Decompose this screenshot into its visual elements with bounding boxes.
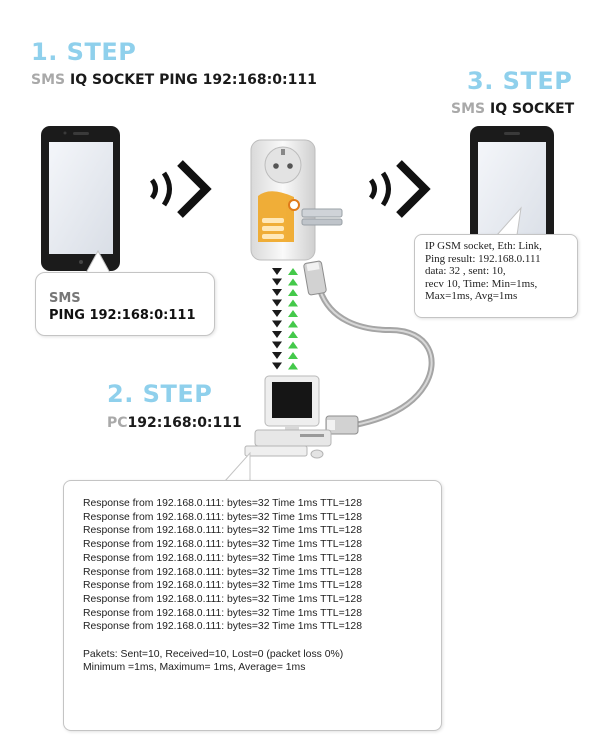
ping-response-line: Response from 192.168.0.111: bytes=32 Ti… xyxy=(83,525,362,537)
arrow-down xyxy=(272,362,282,370)
step1-subtitle-text: IQ SOCKET PING 192:168:0:111 xyxy=(65,72,317,88)
arrow-down xyxy=(272,341,282,349)
ping-console-output: Response from 192.168.0.111: bytes=32 Ti… xyxy=(63,480,442,731)
step3-subtitle-prefix: SMS xyxy=(451,101,486,117)
reply-line: Ping result: 192.168.0.111 xyxy=(425,252,541,265)
ping-summary-times: Minimum =1ms, Maximum= 1ms, Average= 1ms xyxy=(83,662,306,674)
ping-response-line: Response from 192.168.0.111: bytes=32 Ti… xyxy=(83,552,362,564)
arrow-down xyxy=(272,331,282,338)
reply-line: data: 32 , sent: 10, xyxy=(425,265,506,277)
arrow-down xyxy=(272,352,282,359)
reply-line: Max=1ms, Avg=1ms xyxy=(425,290,518,302)
arrow-up xyxy=(288,331,298,338)
step1-subtitle-prefix: SMS xyxy=(31,72,66,88)
arrow-down xyxy=(272,320,282,328)
ping-response-line: Response from 192.168.0.111: bytes=32 Ti… xyxy=(83,511,362,523)
arrow-down xyxy=(272,299,282,307)
reply-line: IP GSM socket, Eth: Link, xyxy=(425,240,542,252)
arrow-down xyxy=(272,310,282,317)
wireless-signal-icon-right xyxy=(368,160,431,218)
sms-bubble-message: PING 192:168:0:111 xyxy=(49,308,196,323)
sms-bubble: SMS PING 192:168:0:111 xyxy=(35,272,215,336)
arrow-up xyxy=(288,352,298,359)
ping-response-line: Response from 192.168.0.111: bytes=32 Ti… xyxy=(83,593,362,605)
data-arrows xyxy=(272,268,298,370)
arrow-up xyxy=(288,341,298,349)
ping-response-line: Response from 192.168.0.111: bytes=32 Ti… xyxy=(83,580,362,592)
iq-socket-device-icon xyxy=(250,139,343,261)
step1-title: 1. STEP xyxy=(31,38,137,66)
wireless-signal-icon-left xyxy=(149,160,212,218)
ping-response-line: Response from 192.168.0.111: bytes=32 Ti… xyxy=(83,539,362,551)
arrow-up xyxy=(288,362,298,370)
step1-subtitle: SMS IQ SOCKET PING 192:168:0:111 xyxy=(31,72,317,88)
arrow-up xyxy=(288,268,298,275)
arrow-down xyxy=(272,268,282,275)
step3-title: 3. STEP xyxy=(467,67,573,95)
ping-response-line: Response from 192.168.0.111: bytes=32 Ti… xyxy=(83,607,362,619)
ethernet-cable-icon xyxy=(303,260,435,435)
step2-subtitle: PC192:168:0:111 xyxy=(107,415,242,431)
step3-subtitle-text: IQ SOCKET xyxy=(485,101,575,117)
ping-response-line: Response from 192.168.0.111: bytes=32 Ti… xyxy=(83,621,362,633)
arrow-up xyxy=(288,289,298,296)
arrow-down xyxy=(272,289,282,296)
ping-summary-packets: Pakets: Sent=10, Received=10, Lost=0 (pa… xyxy=(83,648,344,660)
arrow-up xyxy=(288,320,298,328)
desktop-pc-icon xyxy=(244,375,332,459)
arrow-up xyxy=(288,278,298,286)
ping-response-line: Response from 192.168.0.111: bytes=32 Ti… xyxy=(83,498,362,509)
arrow-up xyxy=(288,310,298,317)
step2-subtitle-prefix: PC xyxy=(107,415,128,431)
arrow-up xyxy=(288,299,298,307)
arrow-down xyxy=(272,278,282,286)
sms-bubble-label: SMS xyxy=(49,291,81,306)
step3-subtitle: SMS IQ SOCKET xyxy=(451,101,574,117)
reply-line: recv 10, Time: Min=1ms, xyxy=(425,277,538,290)
reply-bubble: IP GSM socket, Eth: Link, Ping result: 1… xyxy=(414,234,578,318)
step2-title: 2. STEP xyxy=(107,380,213,408)
step2-subtitle-text: 192:168:0:111 xyxy=(127,415,242,431)
spacer xyxy=(83,634,441,648)
phone-icon-left xyxy=(41,126,120,271)
ping-response-line: Response from 192.168.0.111: bytes=32 Ti… xyxy=(83,566,362,578)
